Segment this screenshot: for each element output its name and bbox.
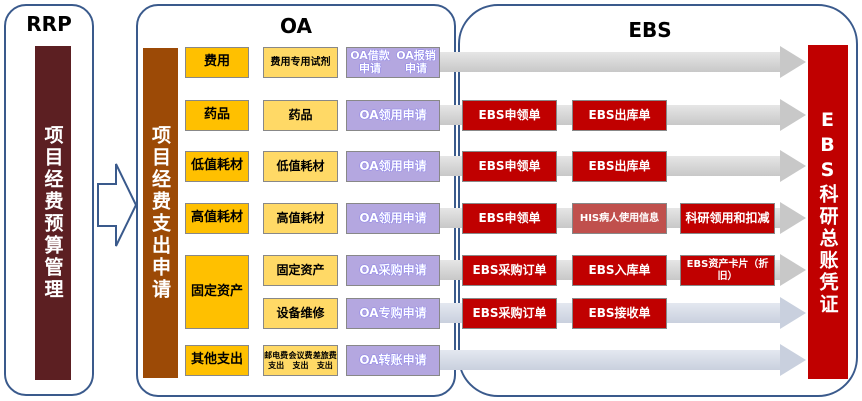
- request-label: OA采购申请: [359, 262, 427, 277]
- ebs-title: EBS: [628, 18, 672, 42]
- oa-request-box: OA转账申请: [346, 345, 440, 376]
- subcategory-box: 邮电费支出会议费支出差旅费支出: [263, 345, 338, 376]
- ebs-panel: [458, 4, 858, 397]
- ebs-document-box: EBS申领单: [462, 203, 557, 234]
- ebs-document-box: 科研领用和扣减: [680, 203, 775, 234]
- oa-title: OA: [280, 14, 312, 38]
- ebs-document-box: EBS接收单: [572, 298, 667, 329]
- ebs-document-box: EBS申领单: [462, 100, 557, 131]
- sub-label: 邮电费支出: [264, 351, 289, 370]
- ebs-document-box: EBS采购订单: [462, 298, 557, 329]
- ebs-document-box: EBS入库单: [572, 255, 667, 286]
- category-box: 费用: [185, 47, 249, 78]
- oa-request-box: OA领用申请: [346, 151, 440, 182]
- sub-label: 固定资产: [276, 262, 325, 277]
- subcategory-box: 设备维修: [263, 298, 338, 329]
- request-label: OA领用申请: [359, 158, 427, 173]
- subcategory-box: 高值耗材: [263, 203, 338, 234]
- request-label: OA领用申请: [359, 210, 427, 225]
- flow-arrow-icon: [440, 344, 806, 376]
- sub-label: 差旅费支出: [312, 351, 337, 370]
- oa-request-box: OA领用申请: [346, 203, 440, 234]
- sub-label: 会议费支出: [288, 351, 313, 370]
- subcategory-box: 费用专用试剂: [263, 47, 338, 78]
- category-box: 高值耗材: [185, 203, 249, 234]
- request-label: OA借款申请: [350, 48, 390, 75]
- category-box: 其他支出: [185, 345, 249, 376]
- rrp-title: RRP: [26, 12, 72, 36]
- ebs-ledger-column: EBS科研总账凭证: [808, 45, 848, 379]
- ebs-document-box: EBS资产卡片（折旧）: [680, 255, 775, 286]
- sub-label: 费用: [270, 56, 291, 68]
- flow-arrow-icon: [97, 163, 138, 247]
- sub-label: 专用试剂: [290, 56, 331, 68]
- flow-arrow-icon: [440, 46, 806, 78]
- category-box: 低值耗材: [185, 151, 249, 182]
- ebs-document-box: EBS出库单: [572, 100, 667, 131]
- oa-request-box: OA领用申请: [346, 100, 440, 131]
- sub-label: 设备维修: [276, 305, 325, 320]
- request-label: OA领用申请: [359, 107, 427, 122]
- ebs-document-box: EBS出库单: [572, 151, 667, 182]
- oa-request-box: OA专购申请: [346, 298, 440, 329]
- ebs-document-box: HIS病人使用信息: [572, 203, 667, 234]
- request-label: OA专购申请: [359, 305, 427, 320]
- request-label: OA转账申请: [359, 352, 427, 367]
- rrp-column: 项目经费预算管理: [35, 46, 71, 380]
- category-box: 固定资产: [185, 255, 249, 329]
- sub-label: 低值耗材: [276, 158, 325, 173]
- category-box: 药品: [185, 100, 249, 131]
- ebs-document-box: EBS采购订单: [462, 255, 557, 286]
- oa-request-box: OA采购申请: [346, 255, 440, 286]
- sub-label: 药品: [288, 107, 313, 122]
- request-label: OA报销申请: [396, 48, 436, 75]
- subcategory-box: 低值耗材: [263, 151, 338, 182]
- subcategory-box: 固定资产: [263, 255, 338, 286]
- sub-label: 高值耗材: [276, 210, 325, 225]
- oa-column: 项目经费支出申请: [143, 48, 178, 378]
- oa-panel: [136, 4, 456, 397]
- rrp-panel: [4, 4, 94, 396]
- subcategory-box: 药品: [263, 100, 338, 131]
- ebs-document-box: EBS申领单: [462, 151, 557, 182]
